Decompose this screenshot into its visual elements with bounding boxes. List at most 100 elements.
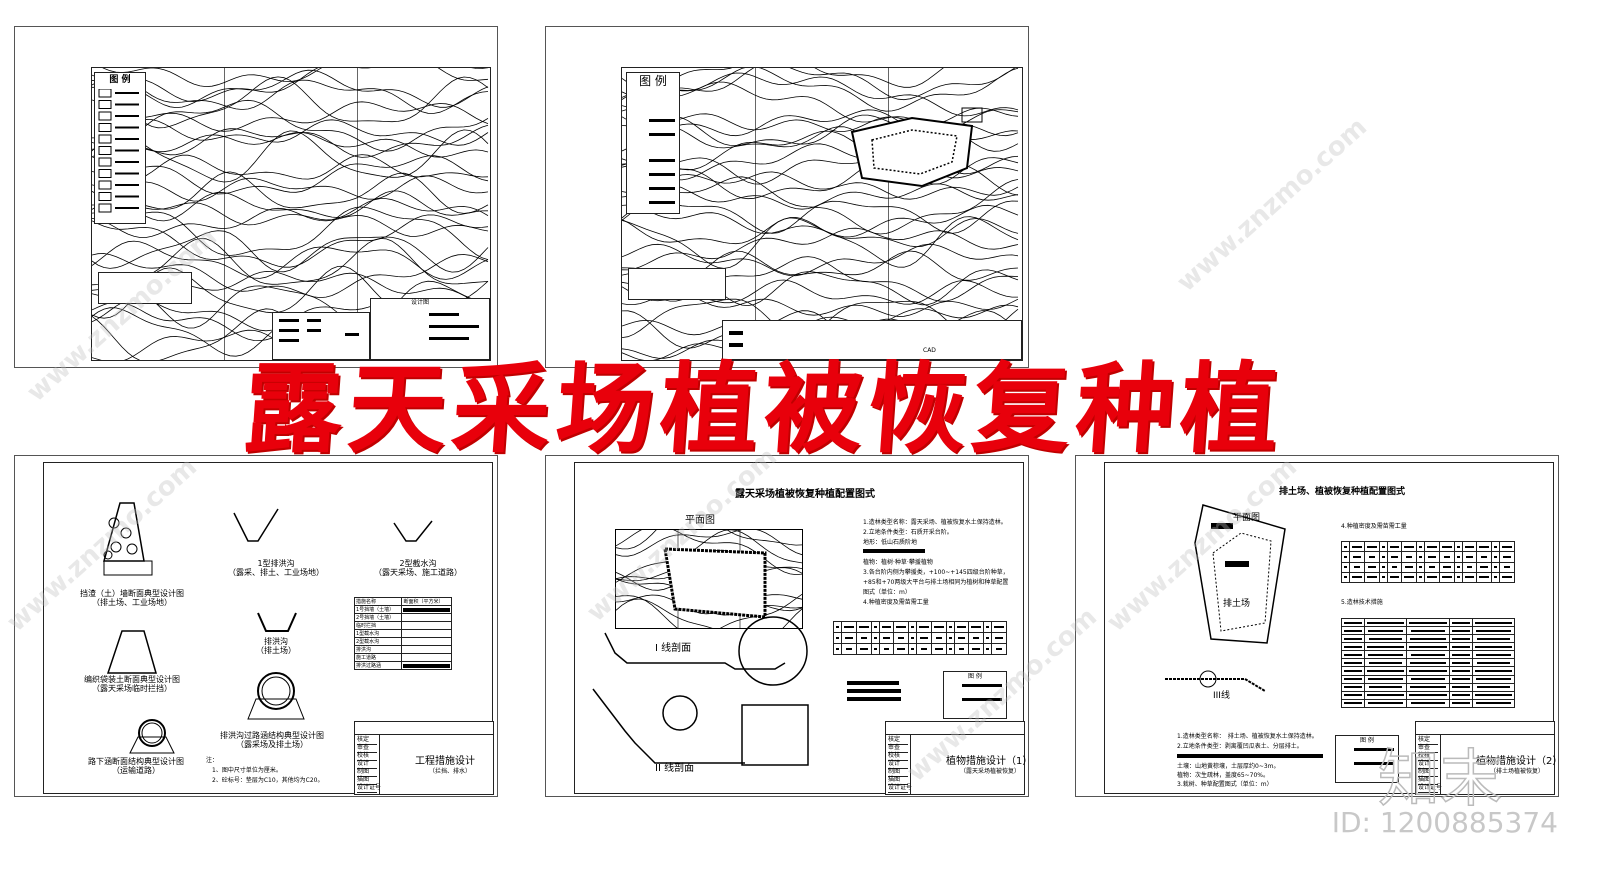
pit-outline xyxy=(663,547,767,619)
title-block-row-label: 设计 xyxy=(888,760,908,770)
section-1-label: I 线剖面 xyxy=(655,643,692,654)
contour-line xyxy=(616,530,802,576)
contour-line xyxy=(616,530,802,557)
contour-line xyxy=(92,68,489,103)
note-2: 2、砼标号：垫层为C10，其他均为C20。 xyxy=(212,777,324,784)
section-3-label: III线 xyxy=(1213,691,1230,701)
title-block-row-label: 设计 xyxy=(357,760,377,770)
note-7: 图式（单位：m） xyxy=(863,589,911,596)
legend-symbol xyxy=(98,180,112,190)
title-block-title: 植物措施设计（1） xyxy=(946,756,1033,767)
note-3: 土壤：山地黄棕壤，土层厚约0~3m。 xyxy=(1177,763,1280,770)
legend-symbol xyxy=(98,157,112,167)
title-block-row-label: 设计证号 xyxy=(357,784,381,794)
contour-line xyxy=(622,176,1019,235)
summary-table xyxy=(272,312,370,360)
legend-box: 图 例 xyxy=(943,671,1007,719)
contour-line xyxy=(616,593,802,628)
title-block-row-label: 描图 xyxy=(1418,776,1438,786)
legend-symbol xyxy=(98,100,112,109)
title-block-row-label: 制图 xyxy=(357,768,377,778)
legend-symbol xyxy=(98,192,112,201)
legend-title: 图 例 xyxy=(968,673,982,680)
row-label: 1型截水沟 xyxy=(353,629,403,638)
flood-ditch-label: 排洪沟 （排土场） xyxy=(256,637,296,656)
note-8: 4.种植密度及需苗需工量 xyxy=(863,599,929,606)
sandbag-label: 编织袋装土断面典型设计图 （露天采场临时拦挡） xyxy=(84,675,180,694)
measures-table: 措施名称断面积（平方米） 1号挡墙（土墙） 2号挡墙（土墙） 临时拦挡 1型截水… xyxy=(353,597,452,670)
sheet-title: 露天采场植被恢复种植配置图式 xyxy=(735,489,875,500)
inner-frame: 排土场、植被恢复种植配置图式 平面图 排土场 III线 4.种植密度及需苗需工量… xyxy=(1104,462,1562,795)
info-table xyxy=(628,268,726,300)
legend-symbol xyxy=(98,203,112,213)
note-6: +85和+70两级大平台与排土场相同为植树和种草配置 xyxy=(863,579,1009,586)
title-block-title: 植物措施设计（2） xyxy=(1476,756,1563,767)
plan-label: 平面图 xyxy=(685,515,715,526)
legend-box: 图 例 xyxy=(1335,735,1399,783)
note-2: 2.立地条件类型：剥离覆凹瓜表土、分层排土。 xyxy=(1177,743,1303,750)
inner-frame: 露天采场植被恢复种植配置图式 平面图 I 线剖面 II 线剖面 1.造林类型名称… xyxy=(574,462,1032,795)
note-1: 1.造林类型名称： 排土场、植被恢复水土保持造林。 xyxy=(1177,733,1318,740)
inner-frame: 图 例 设计图 xyxy=(91,67,491,361)
type2-drain-label: 2型截水沟 （露天采场、施工道路） xyxy=(374,559,462,578)
title-block-title: 工程措施设计 xyxy=(415,756,475,767)
contour-line xyxy=(92,154,489,182)
contour-line xyxy=(92,155,489,195)
section-drawings xyxy=(103,502,433,754)
title-block-row-label: 校核 xyxy=(357,752,377,762)
heading-4: 4.种植密度及需苗需工量 xyxy=(1341,523,1407,530)
contour-line xyxy=(92,198,489,226)
contour-line xyxy=(616,530,802,583)
legend-title: 图 例 xyxy=(109,75,131,85)
road-culvert-label: 路下涵断面结构典型设计图 （运输道路） xyxy=(88,757,184,776)
contour-line xyxy=(92,190,489,222)
contour-line xyxy=(622,105,1019,132)
title-block: 核定审查校核设计制图描图设计证号植物措施设计（1）（露天采场植被恢复） xyxy=(885,721,1032,795)
title-block-row-label: 审查 xyxy=(1418,744,1438,754)
contour-line xyxy=(622,204,1019,238)
map-legend: 图 例 xyxy=(626,72,680,214)
contour-line xyxy=(92,124,489,158)
title-block-subtitle: （拦挡、排水） xyxy=(429,768,472,775)
contour-line xyxy=(92,206,489,260)
drawing-sheet-engineering-measures: 挡渣（土）墙断面典型设计图 （排土场、工业场地） 1型排洪沟 （露采、排土、工业… xyxy=(14,455,498,797)
contour-line xyxy=(616,598,802,628)
design-title-block: 设计图 xyxy=(370,298,490,360)
title-block-row-label: 描图 xyxy=(357,776,377,786)
th: 措施名称 xyxy=(353,597,403,606)
title-block-subtitle: （排土场植被恢复） xyxy=(1490,768,1545,775)
note-4: 植物：植树·种草·攀援植物 xyxy=(863,559,933,566)
note-3: 地形：低山石质阶地 xyxy=(863,539,918,546)
title-block-row-label: 制图 xyxy=(1418,768,1438,778)
drawing-sheet-plant-measures-2: 排土场、植被恢复种植配置图式 平面图 排土场 III线 4.种植密度及需苗需工量… xyxy=(1075,455,1562,797)
drawing-sheet-plant-measures-1: 露天采场植被恢复种植配置图式 平面图 I 线剖面 II 线剖面 1.造林类型名称… xyxy=(545,455,1032,797)
inner-frame: 图 例 CAD xyxy=(621,67,1023,361)
contour-line xyxy=(92,175,489,202)
contour-line xyxy=(102,68,489,88)
cad-label: CAD xyxy=(923,347,936,354)
contour-line xyxy=(92,99,489,152)
contour-line xyxy=(92,118,489,146)
contour-line xyxy=(622,304,1019,336)
contour-line xyxy=(92,76,489,129)
contour-line xyxy=(92,253,489,299)
title-block-row-label: 核定 xyxy=(357,736,377,746)
technique-table xyxy=(1340,617,1516,709)
legend-symbol xyxy=(98,134,112,144)
title-block-row-label: 设计证号 xyxy=(1418,784,1442,794)
title-block-row-label: 审查 xyxy=(357,744,377,754)
density-table xyxy=(832,621,1007,655)
contour-line xyxy=(92,214,489,268)
inner-frame: 挡渣（土）墙断面典型设计图 （排土场、工业场地） 1型排洪沟 （露采、排土、工业… xyxy=(43,462,494,795)
headline: 露天采场植被恢复种植 xyxy=(240,352,1289,467)
row-label: 排洪沟 xyxy=(353,645,403,654)
legend-symbol xyxy=(98,169,112,178)
contour-line xyxy=(92,129,489,183)
contour-line xyxy=(92,76,489,114)
row-label: 临时拦挡 xyxy=(353,621,403,630)
type1-drain-label: 1型排洪沟 （露采、排土、工业场地） xyxy=(228,559,324,578)
note-5: 3.各台阶内侧为攀援类，+100~+145四级台阶种草， xyxy=(863,569,1009,576)
contour-line xyxy=(92,237,489,286)
th: 断面积（平方米） xyxy=(401,597,452,606)
title-block: 核定审查校核设计制图描图设计证号 工程措施设计（拦挡、排水） xyxy=(354,721,494,795)
